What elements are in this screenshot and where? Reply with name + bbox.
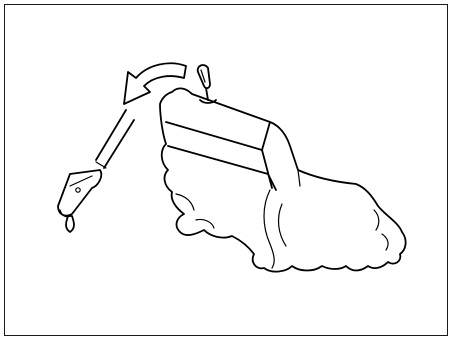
engine-block-illustration	[160, 88, 406, 271]
dipstick-tip-with-oil-drop	[58, 110, 134, 232]
